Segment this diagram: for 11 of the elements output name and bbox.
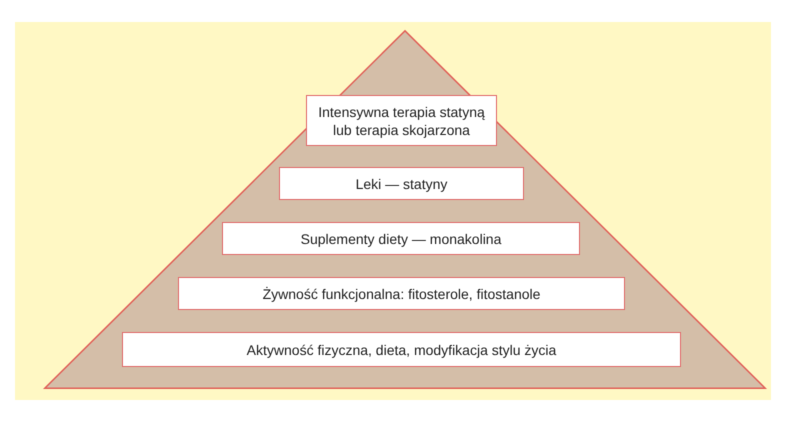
- level-box: [306, 95, 497, 146]
- level-label: Żywność funkcjonalna: fitosterole, fitostanole: [262, 284, 540, 302]
- level-label: Leki — statyny: [356, 174, 448, 192]
- level-box: [178, 277, 625, 310]
- level-box: [279, 167, 524, 200]
- level-label: Aktywność fizyczna, dieta, modyfikacja stylu życia: [246, 340, 556, 358]
- level-box: [222, 222, 580, 255]
- level-box: [122, 332, 681, 367]
- level-label: Intensywna terapia statyną lub terapia skojarzona: [317, 102, 486, 138]
- pyramid-triangle: [44, 30, 766, 389]
- level-label: Suplementy diety — monakolina: [300, 230, 502, 248]
